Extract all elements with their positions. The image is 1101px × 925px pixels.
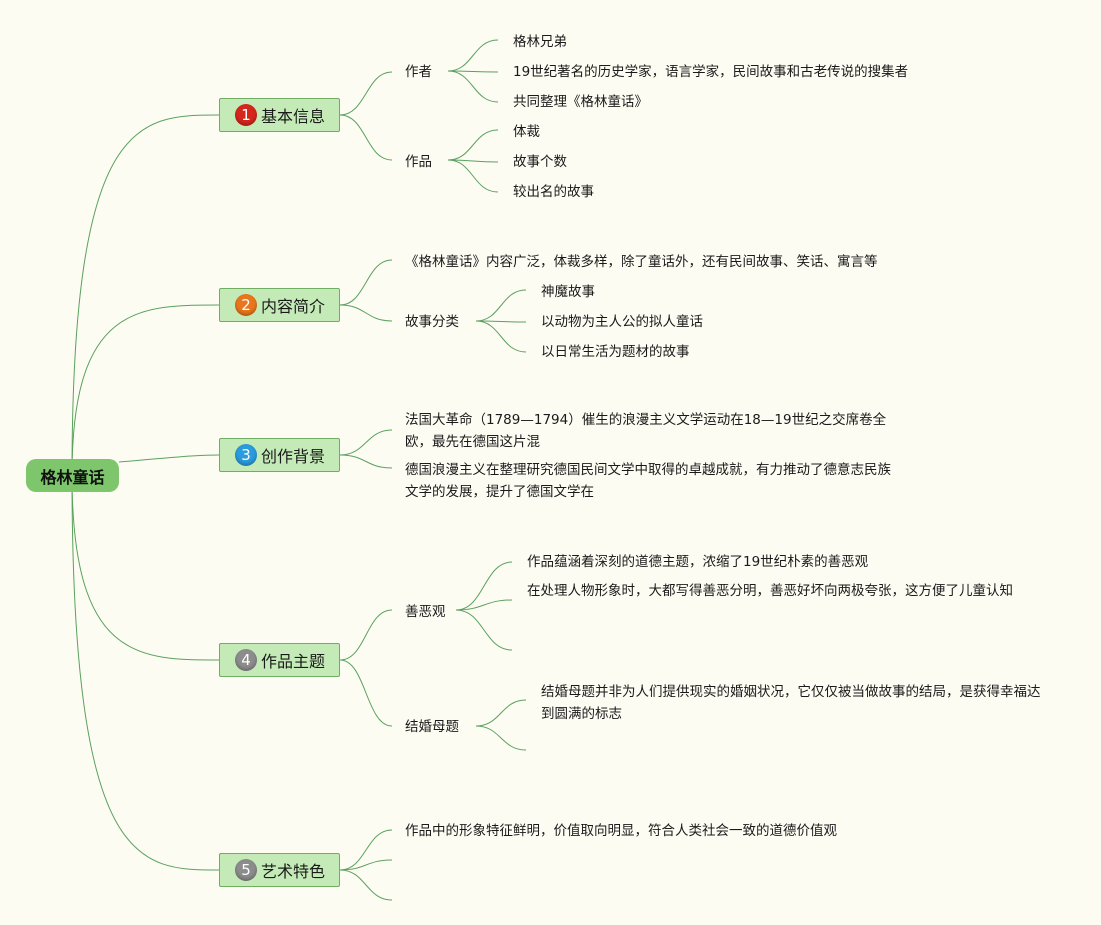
- leaf-topic[interactable]: 19世纪著名的历史学家，语言学家，民间故事和古老传说的搜集者: [513, 64, 909, 80]
- leaf-topic[interactable]: 格林兄弟: [513, 34, 567, 50]
- leaf-topic[interactable]: 作品蕴涵着深刻的道德主题，浓缩了19世纪朴素的善恶观: [527, 554, 869, 570]
- connector-line: [447, 159, 499, 163]
- connector-line: [71, 474, 220, 661]
- connector-line: [447, 70, 499, 73]
- connector-line: [339, 609, 393, 661]
- branch-topic-background[interactable]: 3 创作背景: [219, 438, 340, 472]
- connector-line: [447, 159, 499, 193]
- branch-label: 创作背景: [261, 447, 326, 466]
- connector-line: [71, 474, 220, 871]
- connector-line: [339, 829, 393, 871]
- connector-line: [475, 320, 527, 353]
- connector-line: [118, 454, 220, 463]
- leaf-topic[interactable]: 德国浪漫主义在整理研究德国民间文学中取得的卓越成就，有力推动了德意志民族文学的发…: [405, 462, 891, 500]
- connector-line: [71, 304, 220, 476]
- connector-line: [475, 699, 527, 727]
- connector-line: [447, 39, 499, 72]
- subtopic-author[interactable]: 作者: [405, 64, 432, 80]
- leaf-topic[interactable]: 以动物为主人公的拟人童话: [541, 314, 703, 330]
- leaf-topic[interactable]: 共同整理《格林童话》: [513, 94, 648, 110]
- connector-line: [339, 114, 393, 161]
- leaf-topic[interactable]: 《格林童话》内容广泛，体裁多样，除了童话外，还有民间故事、笑话、寓言等: [405, 254, 878, 270]
- branch-topic-summary[interactable]: 2 内容简介: [219, 288, 340, 322]
- branch-label: 作品主题: [261, 652, 326, 671]
- connector-line: [447, 129, 499, 161]
- priority-5-icon: 5: [235, 859, 257, 881]
- priority-3-icon: 3: [235, 444, 257, 466]
- connector-line: [339, 659, 393, 727]
- connector-line: [339, 859, 393, 871]
- connector-line: [447, 70, 499, 103]
- connector-line: [339, 71, 393, 116]
- branch-topic-basic-info[interactable]: 1 基本信息: [219, 98, 340, 132]
- priority-1-icon: 1: [235, 104, 257, 126]
- connector-line: [339, 454, 393, 469]
- connector-line: [339, 259, 393, 306]
- connector-line: [455, 599, 513, 611]
- branch-label: 艺术特色: [261, 862, 326, 881]
- connector-line: [71, 114, 220, 476]
- leaf-topic[interactable]: 以日常生活为题材的故事: [541, 344, 690, 360]
- leaf-topic[interactable]: 法国大革命（1789—1794）催生的浪漫主义文学运动在18—19世纪之交席卷全…: [405, 412, 887, 450]
- connector-line: [339, 429, 393, 456]
- subtopic-marriage-motif[interactable]: 结婚母题: [405, 719, 459, 735]
- connector-line: [475, 725, 527, 751]
- connector-line: [339, 869, 393, 901]
- priority-4-icon: 4: [235, 649, 257, 671]
- connector-line: [455, 609, 513, 651]
- leaf-topic[interactable]: 作品中的形象特征鲜明，价值取向明显，符合人类社会一致的道德价值观: [405, 823, 837, 839]
- leaf-topic[interactable]: 体裁: [513, 124, 540, 140]
- root-topic[interactable]: 格林童话: [26, 459, 119, 492]
- priority-2-icon: 2: [235, 294, 257, 316]
- branch-topic-theme[interactable]: 4 作品主题: [219, 643, 340, 677]
- leaf-topic[interactable]: 神魔故事: [541, 284, 595, 300]
- connector-line: [475, 320, 527, 323]
- connector-line: [475, 289, 527, 322]
- branch-topic-art-features[interactable]: 5 艺术特色: [219, 853, 340, 887]
- root-topic-label: 格林童话: [40, 467, 105, 487]
- leaf-topic[interactable]: 在处理人物形象时，大都写得善恶分明，善恶好坏向两极夸张，这方便了儿童认知: [527, 583, 1013, 599]
- leaf-topic[interactable]: 故事个数: [513, 154, 567, 170]
- connector-line: [339, 304, 393, 322]
- leaf-topic[interactable]: 结婚母题并非为人们提供现实的婚姻状况，它仅仅被当做故事的结局，是获得幸福达到圆满…: [541, 684, 1041, 722]
- branch-label: 内容简介: [261, 297, 326, 316]
- leaf-topic[interactable]: 较出名的故事: [513, 184, 594, 200]
- subtopic-story-categories[interactable]: 故事分类: [405, 314, 459, 330]
- subtopic-works[interactable]: 作品: [405, 154, 432, 170]
- connector-line: [455, 561, 513, 611]
- branch-label: 基本信息: [261, 107, 326, 126]
- subtopic-good-evil[interactable]: 善恶观: [405, 604, 446, 620]
